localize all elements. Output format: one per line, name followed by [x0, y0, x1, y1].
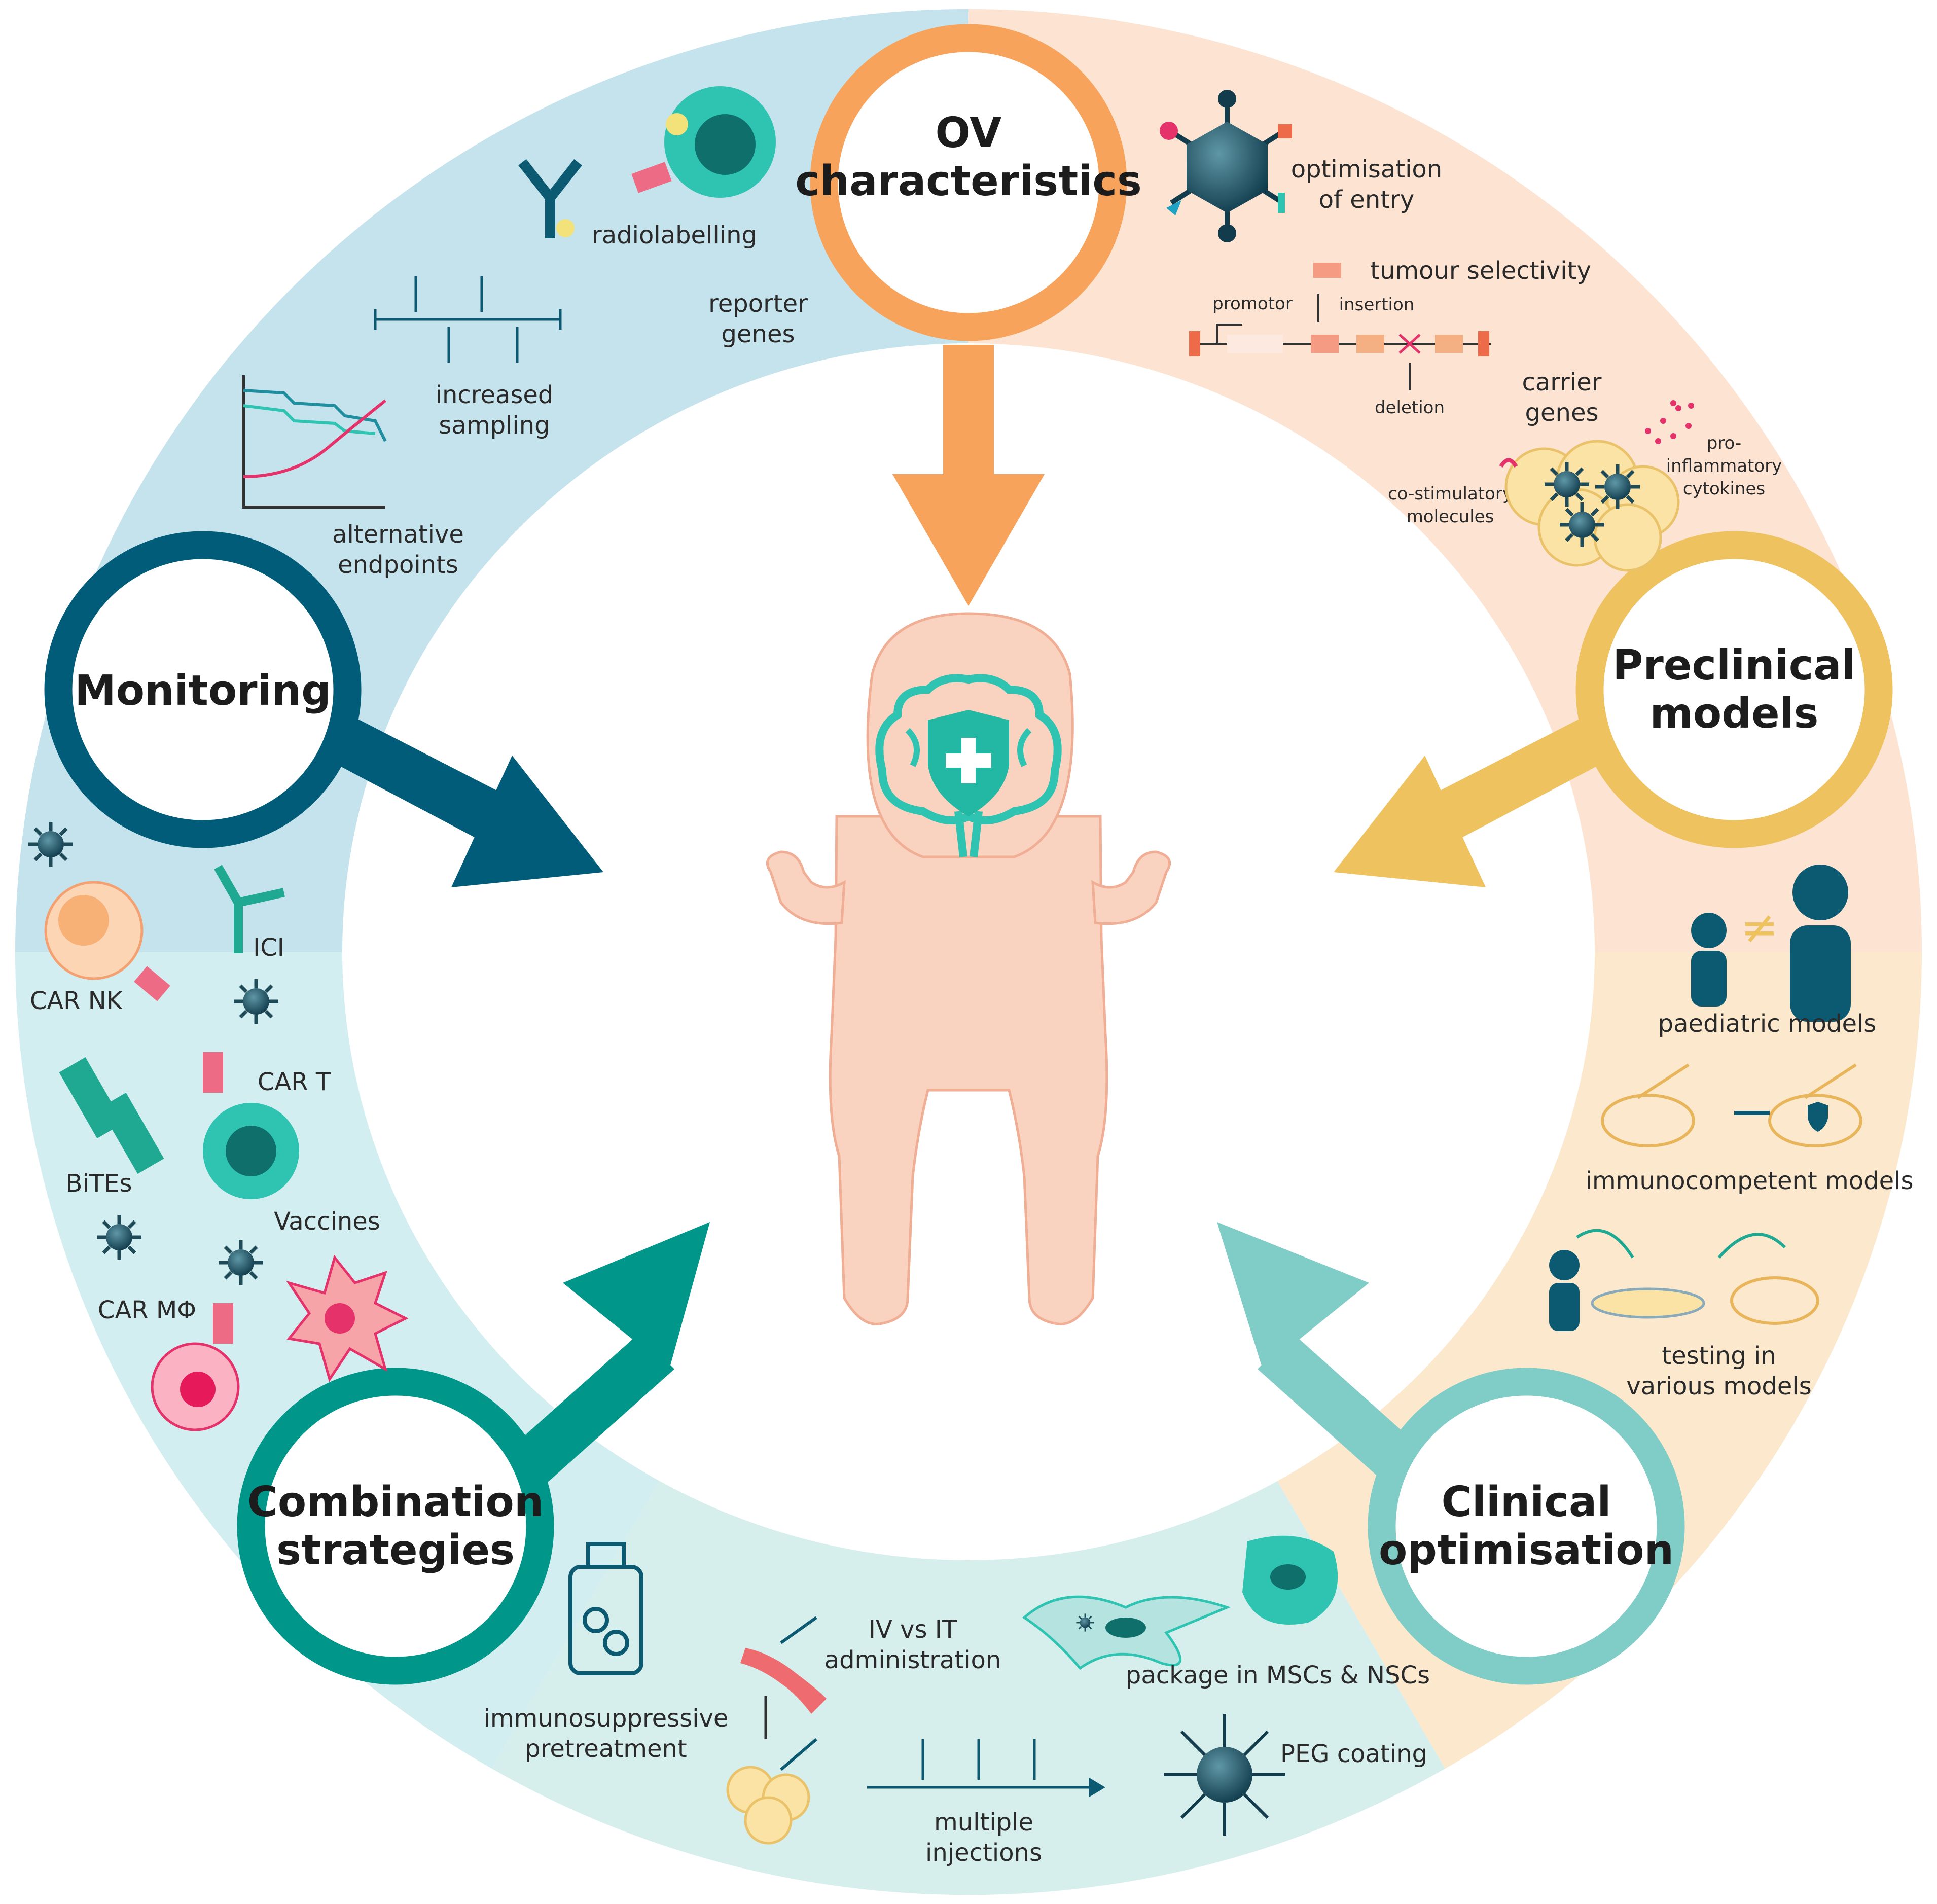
label-car-macrophage: CAR MΦ: [98, 1296, 196, 1324]
label-alternative-endpoints-1: alternative: [332, 520, 464, 549]
gene-construct: [1189, 294, 1491, 390]
virus-icon: [97, 1215, 141, 1260]
label-alternative-endpoints-2: endpoints: [338, 551, 458, 579]
label-iv-vs-it-1: IV vs IT: [869, 1615, 957, 1644]
shield-icon: [1808, 1102, 1828, 1132]
label-reporter-genes-2: genes: [722, 320, 795, 348]
bites-icon: [59, 1057, 164, 1174]
label-ici: ICI: [253, 933, 284, 962]
label-cytokines-1: pro-: [1707, 433, 1742, 453]
medicine-bottle-icon: [568, 1542, 643, 1675]
car-macrophage-icon: [151, 1303, 240, 1431]
dendritic-cell-icon: [286, 1254, 409, 1382]
label-bites: BiTEs: [66, 1169, 132, 1198]
hub-clinical-title-line1: Clinical: [1442, 1478, 1611, 1526]
ici-antibody-icon: [214, 865, 285, 953]
label-costim-2: molecules: [1407, 507, 1494, 527]
label-cytokines-2: inflammatory: [1666, 456, 1782, 476]
curved-arrow-icon: [1576, 1229, 1634, 1259]
virus-icon: [219, 1240, 263, 1285]
label-immunosuppressive-2: pretreatment: [525, 1735, 687, 1763]
label-insertion: insertion: [1339, 295, 1415, 315]
sampling-timeline-icon: [374, 276, 562, 363]
tumour-injection-icon: [726, 1738, 817, 1845]
hub-monitoring-title: Monitoring: [75, 667, 331, 715]
label-vaccines: Vaccines: [274, 1207, 380, 1236]
brain-icon: [875, 674, 1062, 857]
arrow-ov-to-center: [892, 345, 1045, 606]
child-body: [829, 815, 1108, 1325]
car-nk-cell-icon: [44, 881, 170, 1001]
mouse-icon: [1601, 1063, 1862, 1147]
hub-clinical[interactable]: Clinical optimisation: [1368, 1368, 1685, 1685]
hub-ov-title-line2: characteristics: [795, 157, 1142, 205]
label-optimisation-of-entry-1: optimisation: [1291, 155, 1442, 184]
label-multiple-injections-2: injections: [925, 1839, 1042, 1867]
label-immunocompetent-models: immunocompetent models: [1586, 1167, 1914, 1195]
shield-plus-icon: [928, 710, 1009, 816]
cell-radiolabel-icon: [631, 86, 776, 198]
label-reporter-genes-1: reporter: [708, 290, 808, 318]
hub-combination[interactable]: Combination strategies: [237, 1368, 554, 1685]
label-promotor: promotor: [1212, 294, 1293, 314]
peg-virus-icon: [1164, 1714, 1285, 1836]
blood-vessel-icon: [740, 1616, 827, 1714]
arrow-combination-to-center: [497, 1222, 710, 1496]
label-testing-models-2: various models: [1626, 1372, 1811, 1400]
child-silhouette-icon: [1691, 913, 1727, 1007]
label-carrier-genes-1: carrier: [1522, 368, 1601, 397]
label-cytokines-3: cytokines: [1683, 479, 1765, 499]
label-peg-coating: PEG coating: [1280, 1740, 1427, 1768]
endpoints-graph-icon: [242, 375, 387, 509]
child-right-arm: [1091, 850, 1171, 925]
label-carrier-genes-2: genes: [1525, 399, 1599, 427]
msc-cell-icon: [1022, 1595, 1231, 1670]
virus-icon: [28, 822, 73, 867]
child-figure: [766, 612, 1171, 1325]
nsc-cell-icon: [1242, 1535, 1338, 1625]
antibody-radiolabel-icon: [518, 159, 582, 238]
hub-preclinical-title-line1: Preclinical: [1612, 641, 1856, 690]
tumour-cluster-icon: [1499, 400, 1694, 572]
hub-monitoring[interactable]: Monitoring: [44, 531, 362, 848]
label-immunosuppressive-1: immunosuppressive: [484, 1704, 729, 1733]
label-costim-1: co-stimulatory: [1388, 484, 1513, 504]
hub-clinical-title-line2: optimisation: [1379, 1526, 1674, 1574]
virus-icon: [234, 979, 278, 1024]
hub-ov-title-line1: OV: [936, 109, 1002, 157]
label-car-nk: CAR NK: [30, 987, 123, 1015]
child-silhouette-icon: [1549, 1250, 1580, 1331]
not-equal-icon: ≠: [1740, 901, 1778, 954]
label-radiolabelling: radiolabelling: [592, 221, 757, 249]
label-tumour-selectivity: tumour selectivity: [1370, 257, 1591, 285]
mouse-icon: [1730, 1276, 1819, 1325]
label-increased-sampling-1: increased: [436, 381, 554, 409]
curved-arrow-icon: [1717, 1233, 1786, 1259]
label-optimisation-of-entry-2: of entry: [1319, 186, 1414, 214]
hub-combination-title-line1: Combination: [247, 1478, 544, 1526]
arrow-preclinical-to-center: [1334, 715, 1607, 887]
label-iv-vs-it-2: administration: [824, 1646, 1001, 1674]
insertion-gene-icon: [1313, 263, 1341, 278]
car-t-cell-icon: [203, 1052, 299, 1199]
injection-timeline-icon: [867, 1739, 1105, 1798]
label-paediatric-models: paediatric models: [1658, 1010, 1877, 1038]
child-left-arm: [766, 850, 846, 925]
petri-dish-icon: [1591, 1287, 1705, 1319]
hub-preclinical-title-line2: models: [1649, 690, 1818, 738]
hub-preclinical[interactable]: Preclinical models: [1575, 531, 1893, 848]
hub-ov[interactable]: OV characteristics: [795, 24, 1142, 341]
label-car-t: CAR T: [258, 1068, 331, 1096]
adult-silhouette-icon: [1790, 865, 1851, 1022]
label-deletion: deletion: [1375, 398, 1445, 418]
arrow-monitoring-to-center: [330, 715, 603, 887]
label-package-msc-nsc: package in MSCs & NSCs: [1126, 1661, 1430, 1690]
hub-combination-title-line2: strategies: [276, 1526, 515, 1574]
label-increased-sampling-2: sampling: [439, 411, 550, 440]
ov-virus-icon: [1160, 90, 1292, 242]
label-multiple-injections-1: multiple: [934, 1808, 1033, 1837]
label-testing-models-1: testing in: [1662, 1342, 1776, 1370]
